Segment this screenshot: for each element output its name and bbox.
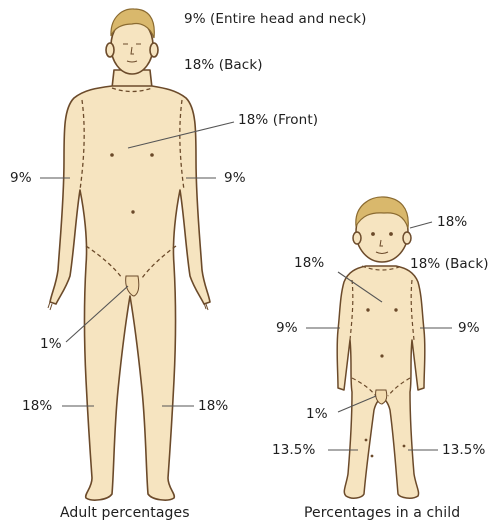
adult-figure: [50, 18, 210, 500]
adult-head-label: 9% (Entire head and neck): [184, 11, 367, 27]
adult-left-arm-label: 9%: [10, 170, 32, 186]
child-front-label: 18%: [294, 255, 324, 271]
child-left-arm-label: 9%: [276, 320, 298, 336]
adult-front-label: 18% (Front): [238, 112, 318, 128]
adult-left-leg-label: 18%: [22, 398, 52, 414]
child-left-leg-label: 13.5%: [272, 442, 315, 458]
adult-right-leg-label: 18%: [198, 398, 228, 414]
child-caption: Percentages in a child: [304, 505, 460, 521]
adult-right-arm-label: 9%: [224, 170, 246, 186]
child-head-label: 18%: [437, 214, 467, 230]
child-back-label: 18% (Back): [410, 256, 489, 272]
child-groin-label: 1%: [306, 406, 328, 422]
child-right-leg-label: 13.5%: [442, 442, 485, 458]
adult-back-label: 18% (Back): [184, 57, 263, 73]
adult-caption: Adult percentages: [60, 505, 190, 521]
child-right-arm-label: 9%: [458, 320, 480, 336]
adult-groin-label: 1%: [40, 336, 62, 352]
